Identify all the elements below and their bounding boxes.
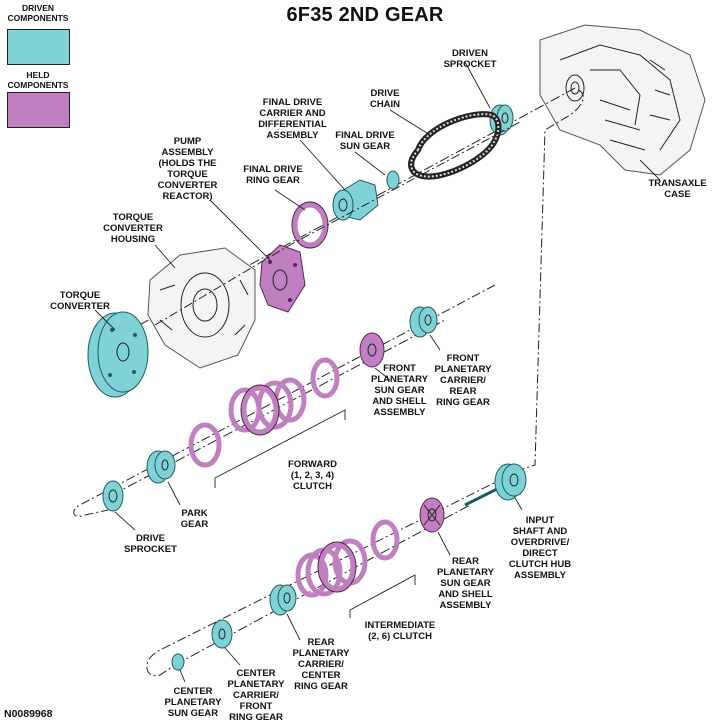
torque-converter-housing-drawing [147,247,256,369]
label-center-planetary-carrier: CENTER PLANETARY CARRIER/ FRONT RING GEA… [227,668,285,723]
label-torque-converter-housing: TORQUE CONVERTER HOUSING [103,212,163,245]
figure-number: N0089968 [4,708,53,720]
label-input-shaft: INPUT SHAFT AND OVERDRIVE/ DIRECT CLUTCH… [508,515,572,581]
legend-driven-label: DRIVEN COMPONENTS [7,3,69,23]
label-center-planetary-sun-gear: CENTER PLANETARY SUN GEAR [164,686,222,719]
pump-assembly-drawing [259,244,306,313]
front-planetary-carrier-drawing [409,306,438,338]
label-final-drive-ring-gear: FINAL DRIVE RING GEAR [243,164,303,186]
label-park-gear: PARK GEAR [180,508,209,530]
diagram-title: 6F35 2ND GEAR [286,4,444,26]
driven-sprocket-drawing [489,104,514,136]
label-drive-chain: DRIVE CHAIN [369,88,401,110]
label-rear-planetary-carrier: REAR PLANETARY CARRIER/ CENTER RING GEAR [292,637,350,692]
rear-planetary-sun-gear-drawing [419,497,445,533]
label-intermediate-clutch: INTERMEDIATE (2, 6) CLUTCH [364,620,436,642]
label-front-planetary-sun-gear: FRONT PLANETARY SUN GEAR AND SHELL ASSEM… [371,363,428,418]
final-drive-sun-gear-drawing [386,170,400,190]
label-torque-converter: TORQUE CONVERTER [50,290,110,312]
label-final-drive-carrier: FINAL DRIVE CARRIER AND DIFFERENTIAL ASS… [258,97,327,141]
legend-held-label: HELD COMPONENTS [7,70,69,90]
label-transaxle-case: TRANSAXLE CASE [648,178,707,200]
drive-chain-drawing [408,111,502,180]
drive-sprocket-drawing [102,480,124,512]
label-forward-clutch: FORWARD (1, 2, 3, 4) CLUTCH [288,459,337,492]
forward-clutch-drawing [188,357,340,468]
label-drive-sprocket: DRIVE SPROCKET [124,533,177,555]
label-rear-planetary-sun-gear: REAR PLANETARY SUN GEAR AND SHELL ASSEMB… [437,556,494,611]
input-shaft-drawing [464,463,527,507]
final-drive-carrier-drawing [332,179,379,221]
label-pump-assembly: PUMP ASSEMBLY (HOLDS THE TORQUE CONVERTE… [157,136,218,202]
label-front-planetary-carrier: FRONT PLANETARY CARRIER/ REAR RING GEAR [434,353,492,408]
torque-converter-drawing [87,311,149,398]
transaxle-case-drawing [539,24,706,176]
center-planetary-sun-gear-drawing [171,653,185,671]
label-final-drive-sun-gear: FINAL DRIVE SUN GEAR [335,130,395,152]
rear-planetary-carrier-drawing [269,584,297,616]
intermediate-clutch-drawing [295,519,400,598]
final-drive-ring-gear-drawing [292,202,328,248]
label-driven-sprocket-top: DRIVEN SPROCKET [443,48,497,70]
legend-held-swatch [7,92,70,128]
legend-driven-swatch [7,29,70,65]
front-planetary-sun-gear-drawing [359,332,385,368]
park-gear-drawing [146,450,176,484]
center-planetary-carrier-drawing [211,619,233,649]
